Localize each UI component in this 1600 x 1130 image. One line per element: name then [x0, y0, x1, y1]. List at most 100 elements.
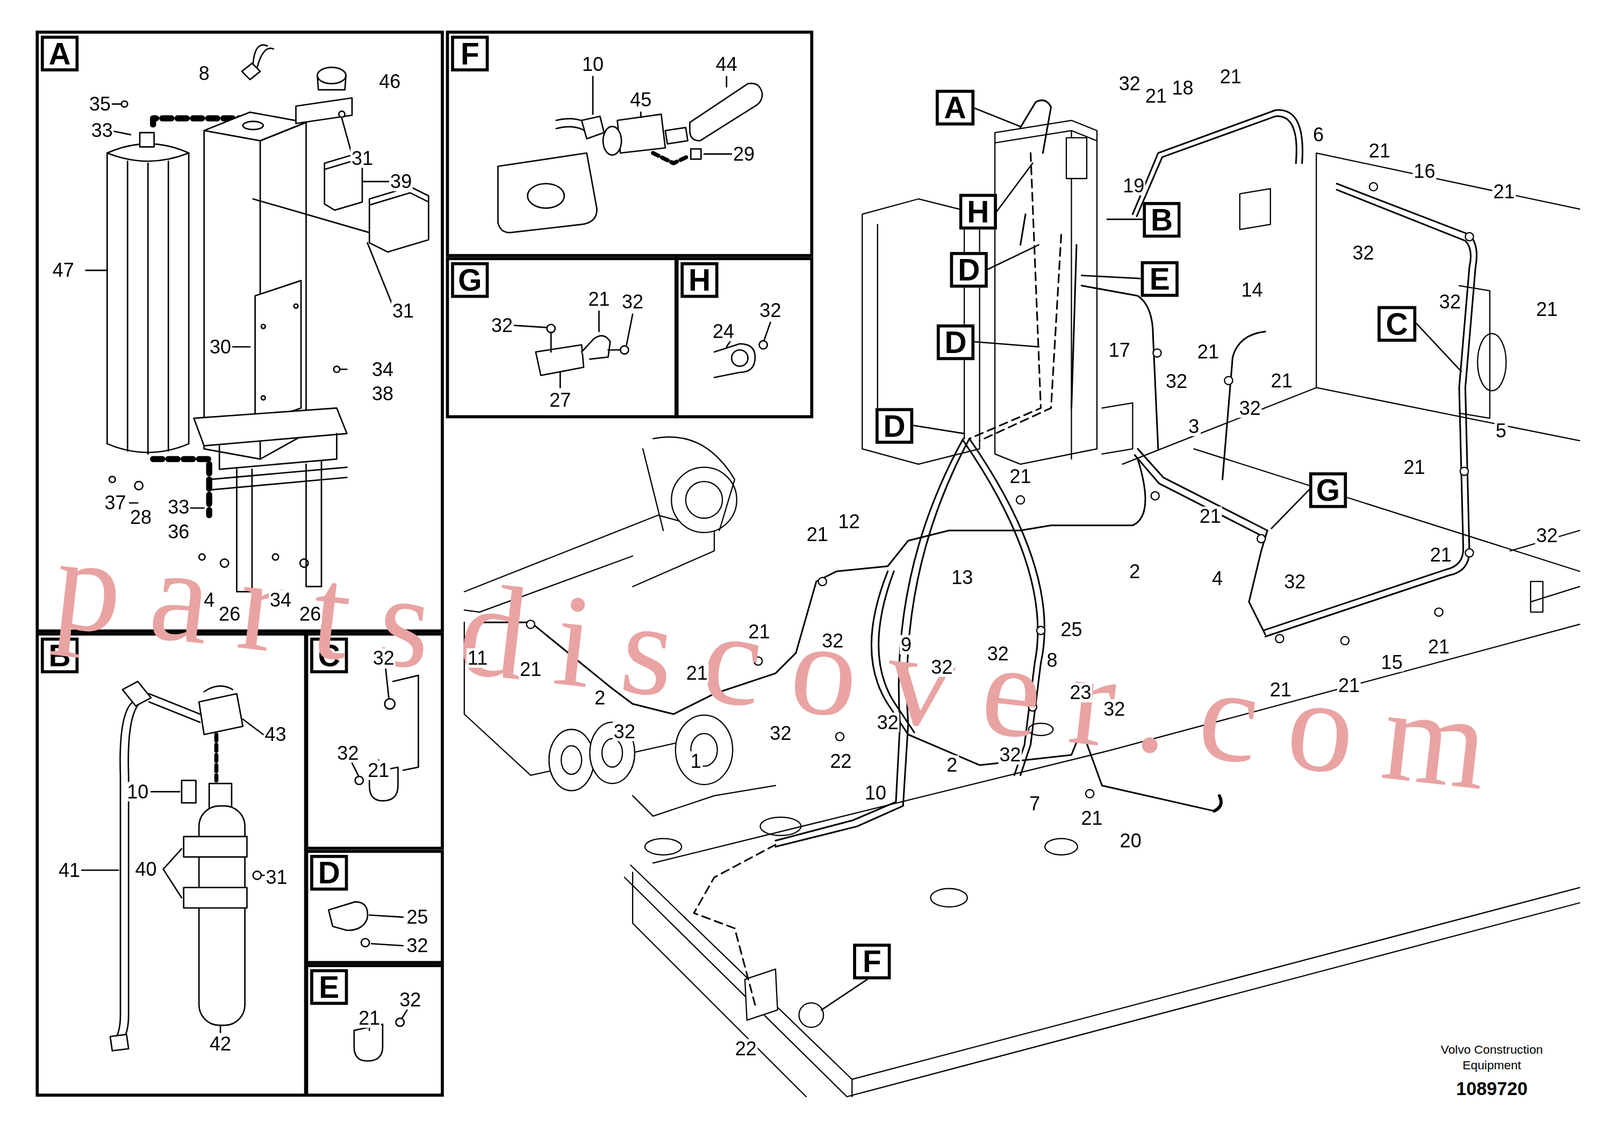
callout-number: 40 [134, 859, 159, 880]
callout-number: 37 [103, 493, 128, 513]
panel-g-art [514, 311, 633, 388]
callout-number: 32 [405, 936, 430, 956]
callout-number: 9 [899, 635, 913, 655]
callout-number: 44 [714, 54, 739, 75]
callout-number: 16 [1412, 161, 1437, 182]
callout-number: 21 [1402, 457, 1426, 478]
callout-number: 5 [1494, 420, 1508, 441]
callout-number: 21 [587, 289, 612, 309]
watermark: partsdiscover.com [48, 515, 1524, 815]
callout-number: 21 [1492, 182, 1517, 202]
callout-number: 32 [758, 300, 782, 320]
callout-number: 38 [370, 384, 395, 404]
panel-d-art [328, 901, 404, 947]
detail-callout-box: B [1142, 202, 1181, 238]
callout-number: 25 [1059, 619, 1084, 640]
detail-letter: A [943, 92, 966, 124]
callout-number: 19 [1121, 176, 1146, 196]
detail-letter: G [1316, 475, 1340, 506]
detail-letter: E [1149, 263, 1171, 295]
detail-letter: D [944, 327, 967, 358]
callout-number: 3 [1187, 417, 1201, 437]
callout-number: 31 [350, 148, 375, 168]
callout-number: 21 [1218, 66, 1243, 86]
callout-number: 31 [391, 301, 415, 321]
callout-number: 10 [125, 781, 150, 802]
callout-number: 2 [1128, 561, 1142, 581]
detail-letter: D [310, 855, 348, 891]
callout-number: 32 [986, 644, 1010, 664]
callout-number: 8 [197, 63, 211, 84]
callout-number: 18 [1171, 77, 1195, 98]
callout-number: 32 [929, 657, 954, 678]
callout-number: 32 [1164, 371, 1189, 392]
callout-number: 21 [1426, 637, 1451, 657]
detail-letter: B [1150, 204, 1173, 236]
callout-number: 2 [593, 688, 607, 708]
callout-number: 35 [88, 94, 112, 114]
detail-callout-box: H [959, 194, 997, 230]
callout-number: 21 [1008, 467, 1033, 487]
callout-number: 20 [1118, 830, 1143, 851]
callout-number: 12 [837, 511, 862, 532]
callout-number: 15 [1380, 652, 1404, 672]
callout-number: 21 [1198, 506, 1223, 527]
callout-number: 26 [217, 604, 242, 624]
detail-callout-box: D [936, 324, 975, 361]
callout-number: 29 [732, 144, 756, 164]
maker-name: Volvo Construction Equipment [1430, 1042, 1554, 1074]
callout-number: 32 [1102, 699, 1126, 719]
panel-a-art [85, 45, 429, 593]
detail-callout-box: D [950, 252, 988, 288]
callout-number: 21 [1337, 676, 1361, 696]
callout-number: 2 [945, 755, 959, 776]
panel-b-art [81, 681, 269, 1051]
detail-letter: D [883, 410, 906, 442]
callout-number: 45 [628, 90, 653, 110]
callout-number: 32 [768, 723, 793, 744]
callout-number: 6 [1311, 125, 1325, 145]
callout-number: 32 [398, 990, 422, 1010]
callout-number: 14 [1240, 280, 1265, 300]
detail-letter: C [1386, 308, 1409, 340]
callout-number: 33 [166, 497, 191, 518]
callout-number: 21 [805, 525, 830, 545]
callout-number: 21 [1367, 141, 1392, 161]
callout-number: 32 [612, 721, 637, 742]
callout-number: 21 [1268, 679, 1293, 700]
callout-number: 1 [689, 751, 703, 771]
detail-panel: E [305, 964, 444, 1097]
callout-number: 21 [1144, 85, 1168, 106]
callout-number: 22 [734, 1039, 758, 1059]
detail-letter: A [40, 35, 79, 71]
callout-number: 32 [876, 712, 900, 733]
callout-number: 32 [1351, 243, 1376, 263]
callout-number: 23 [1068, 683, 1093, 703]
detail-letter: G [450, 262, 489, 298]
callout-number: 21 [747, 621, 772, 642]
detail-letter: E [310, 969, 348, 1006]
callout-number: 33 [90, 120, 114, 141]
detail-letter: H [966, 196, 989, 227]
callout-number: 4 [202, 590, 216, 610]
detail-letter: F [450, 35, 489, 71]
detail-callout-box: E [1141, 261, 1179, 297]
callout-number: 7 [1028, 794, 1042, 814]
callout-number: 21 [1429, 545, 1453, 565]
panel-c-art [352, 669, 419, 801]
callout-number: 21 [1270, 370, 1294, 391]
callout-number: 21 [357, 1008, 382, 1029]
detail-letter: F [862, 946, 882, 978]
callout-number: 28 [128, 507, 153, 528]
callout-number: 32 [490, 316, 514, 336]
detail-callout-box: C [1377, 306, 1417, 342]
callout-number: 31 [264, 867, 289, 888]
callout-number: 8 [1045, 650, 1059, 670]
callout-number: 41 [57, 860, 82, 880]
panel-f-art [498, 76, 763, 233]
callout-number: 30 [208, 336, 233, 357]
callout-number: 32 [1438, 292, 1462, 312]
callout-number: 21 [1534, 299, 1559, 319]
callout-number: 32 [1238, 398, 1262, 418]
callout-number: 34 [268, 590, 293, 610]
